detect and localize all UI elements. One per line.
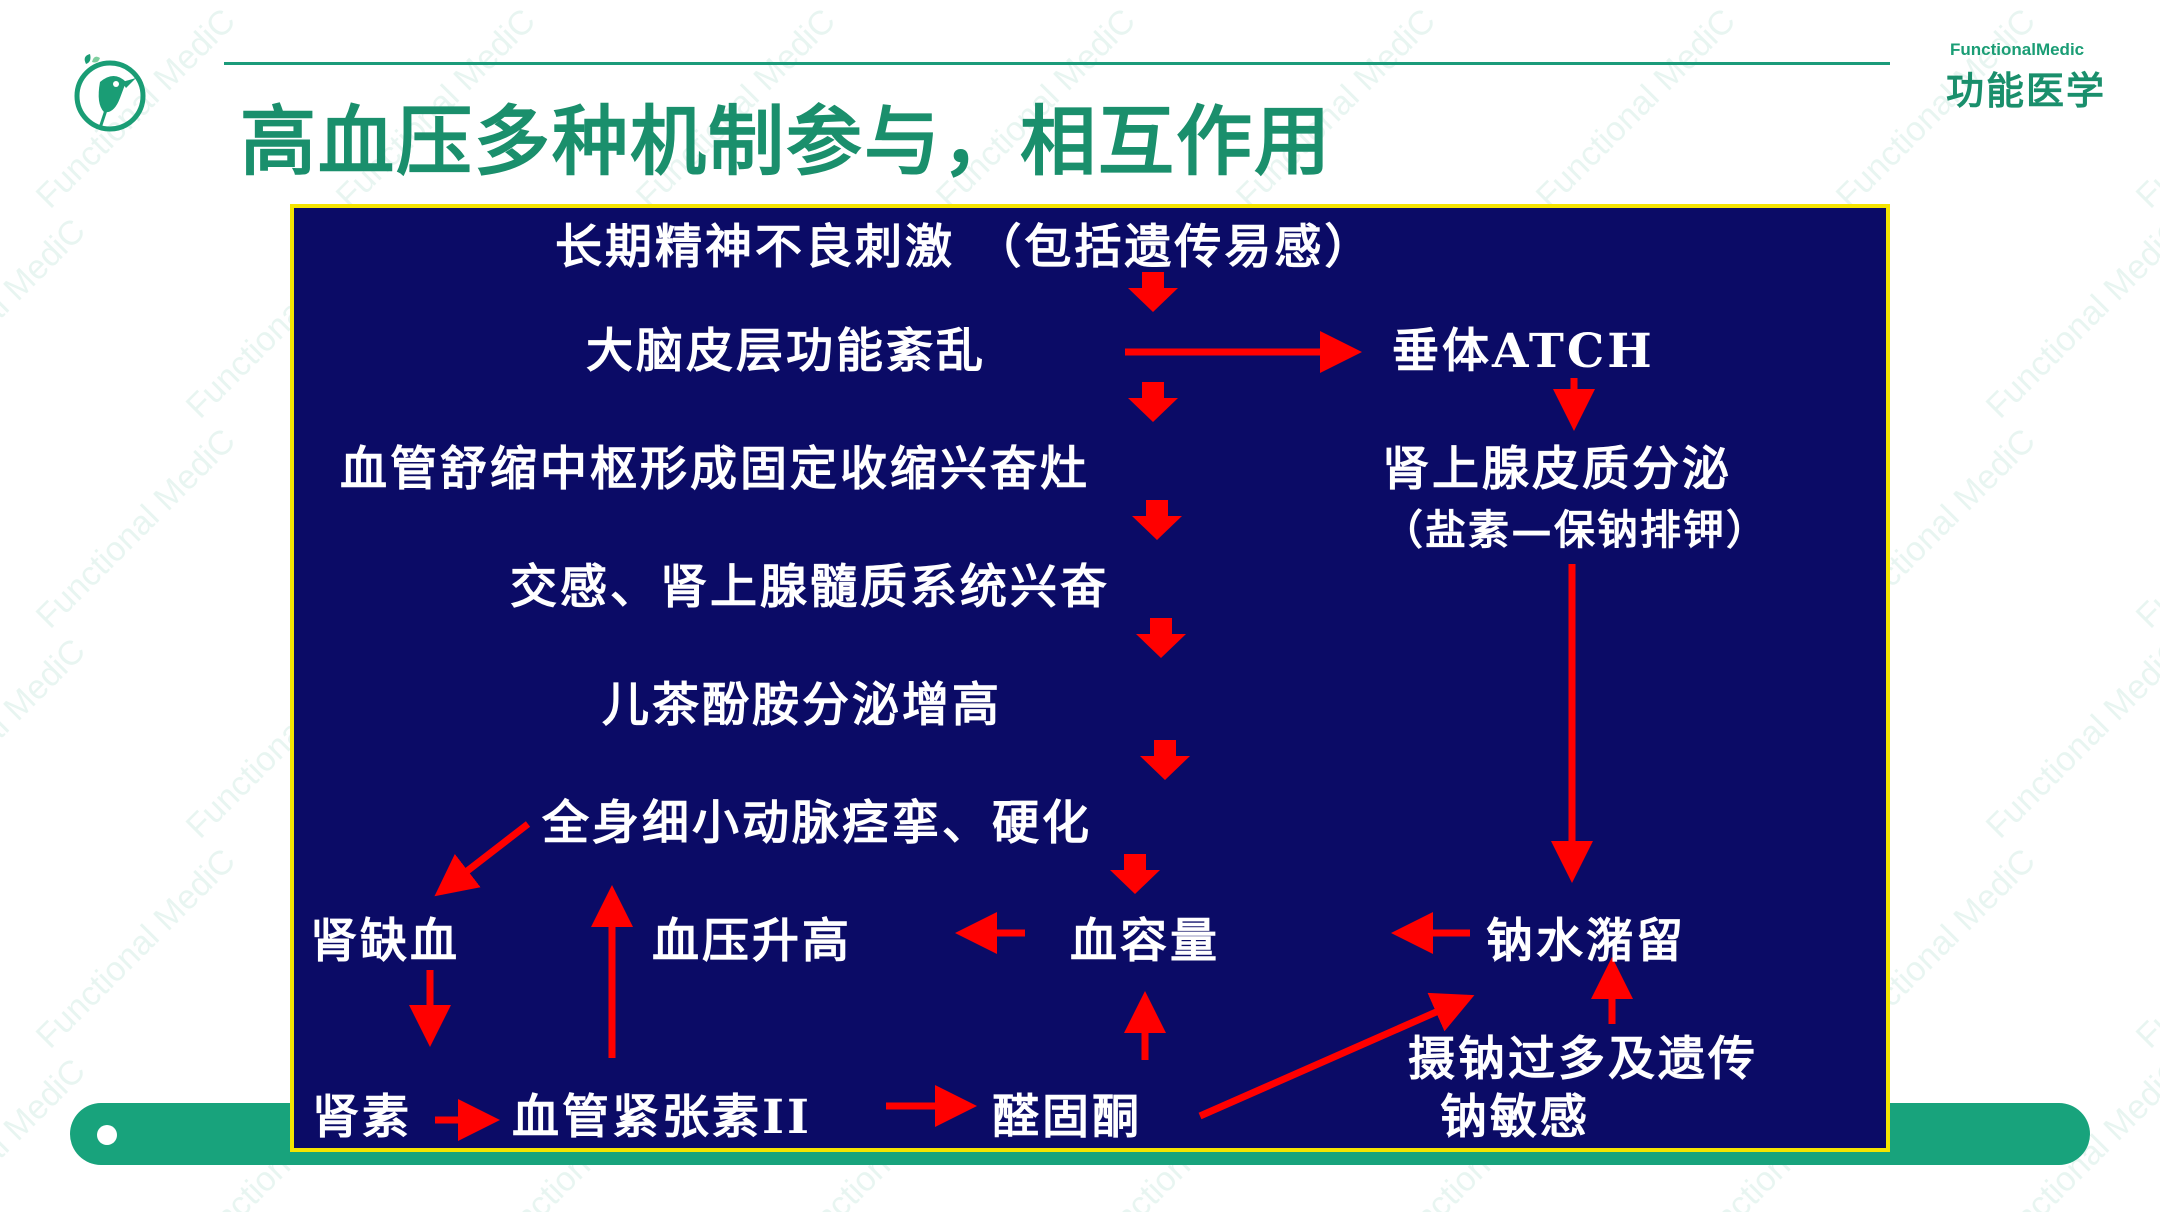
node-bp-rise: 血压升高 — [652, 914, 852, 969]
node-na-water: 钠水潴留 — [1486, 914, 1686, 969]
node-arteriole: 全身细小动脉痉挛、硬化 — [542, 796, 1092, 851]
watermark-text: Functional MediC — [1679, 0, 1893, 6]
arrow-vasomotor-to-sympathetic — [1132, 500, 1182, 540]
watermark-text: Functional MediC — [1979, 212, 2160, 426]
node-blood-volume: 血容量 — [1070, 914, 1220, 969]
node-pituitary: 垂体ATCH — [1392, 324, 1655, 379]
node-stimulus: 长期精神不良刺激 （包括遗传易感） — [555, 220, 1375, 275]
arrow-stimulus-to-cortex — [1128, 272, 1178, 312]
node-renin: 肾素 — [312, 1090, 412, 1145]
node-cortex: 大脑皮层功能紊乱 — [586, 324, 986, 379]
node-adrenal-cortex: 肾上腺皮质分泌 — [1382, 442, 1732, 497]
watermark-text: Functional MediC — [1529, 2, 1743, 216]
watermark-text: Functional MediC — [1979, 0, 2160, 6]
node-vasomotor: 血管舒缩中枢形成固定收缩兴奋灶 — [340, 442, 1090, 497]
node-na-sensitive: 钠敏感 — [1440, 1090, 1590, 1145]
node-sympathetic: 交感、肾上腺髓质系统兴奋 — [510, 560, 1110, 615]
arrow-sympathetic-to-catecholamine — [1136, 618, 1186, 658]
node-aldosterone: 醛固酮 — [992, 1090, 1142, 1145]
watermark-text: Functional MediC — [779, 0, 993, 6]
node-adrenal-cortex-note: （盐素—保钠排钾） — [1382, 506, 1769, 554]
page-title: 高血压多种机制参与，相互作用 — [240, 97, 1332, 186]
watermark-text: Functional MediC — [0, 212, 93, 426]
watermark-text: Functional MediC — [179, 0, 393, 6]
watermark-text: Functional MediC — [479, 0, 693, 6]
arrow-aldosterone-to-na-water — [1198, 992, 1475, 1120]
arrow-cortex-to-vasomotor — [1128, 382, 1178, 422]
watermark-text: Functional MediC — [2129, 842, 2160, 1056]
arrow-arteriole-to-renal-ischemia — [434, 821, 531, 897]
flow-arrows — [409, 272, 1633, 1141]
watermark-text: Functional MediC — [1979, 632, 2160, 846]
watermark-text: Functional MediC — [2129, 2, 2160, 216]
brand-name-chinese: 功能医学 — [1946, 69, 2107, 113]
watermark-text: Functional MediC — [29, 842, 243, 1056]
watermark-text: Functional MediC — [29, 422, 243, 636]
node-na-intake: 摄钠过多及遗传 — [1408, 1032, 1758, 1087]
watermark-text: Functional MediC — [2129, 422, 2160, 636]
node-renal-ischemia: 肾缺血 — [310, 914, 460, 969]
footer-dot — [97, 1125, 117, 1145]
watermark-text: Functional MediC — [1079, 0, 1293, 6]
node-catecholamine: 儿茶酚胺分泌增高 — [602, 678, 1002, 733]
brand-name-english: FunctionalMedic — [1950, 40, 2085, 59]
header-divider — [224, 62, 1890, 65]
arrow-catecholamine-to-arteriole — [1140, 740, 1190, 780]
watermark-text: Functional MediC — [1379, 0, 1593, 6]
brand-logo-icon — [70, 52, 154, 136]
watermark-text: Functional MediC — [0, 632, 93, 846]
watermark-text: Functional MediC — [0, 0, 93, 6]
arrow-arteriole-to-bp — [1110, 854, 1160, 894]
node-angiotensin: 血管紧张素II — [512, 1090, 812, 1145]
